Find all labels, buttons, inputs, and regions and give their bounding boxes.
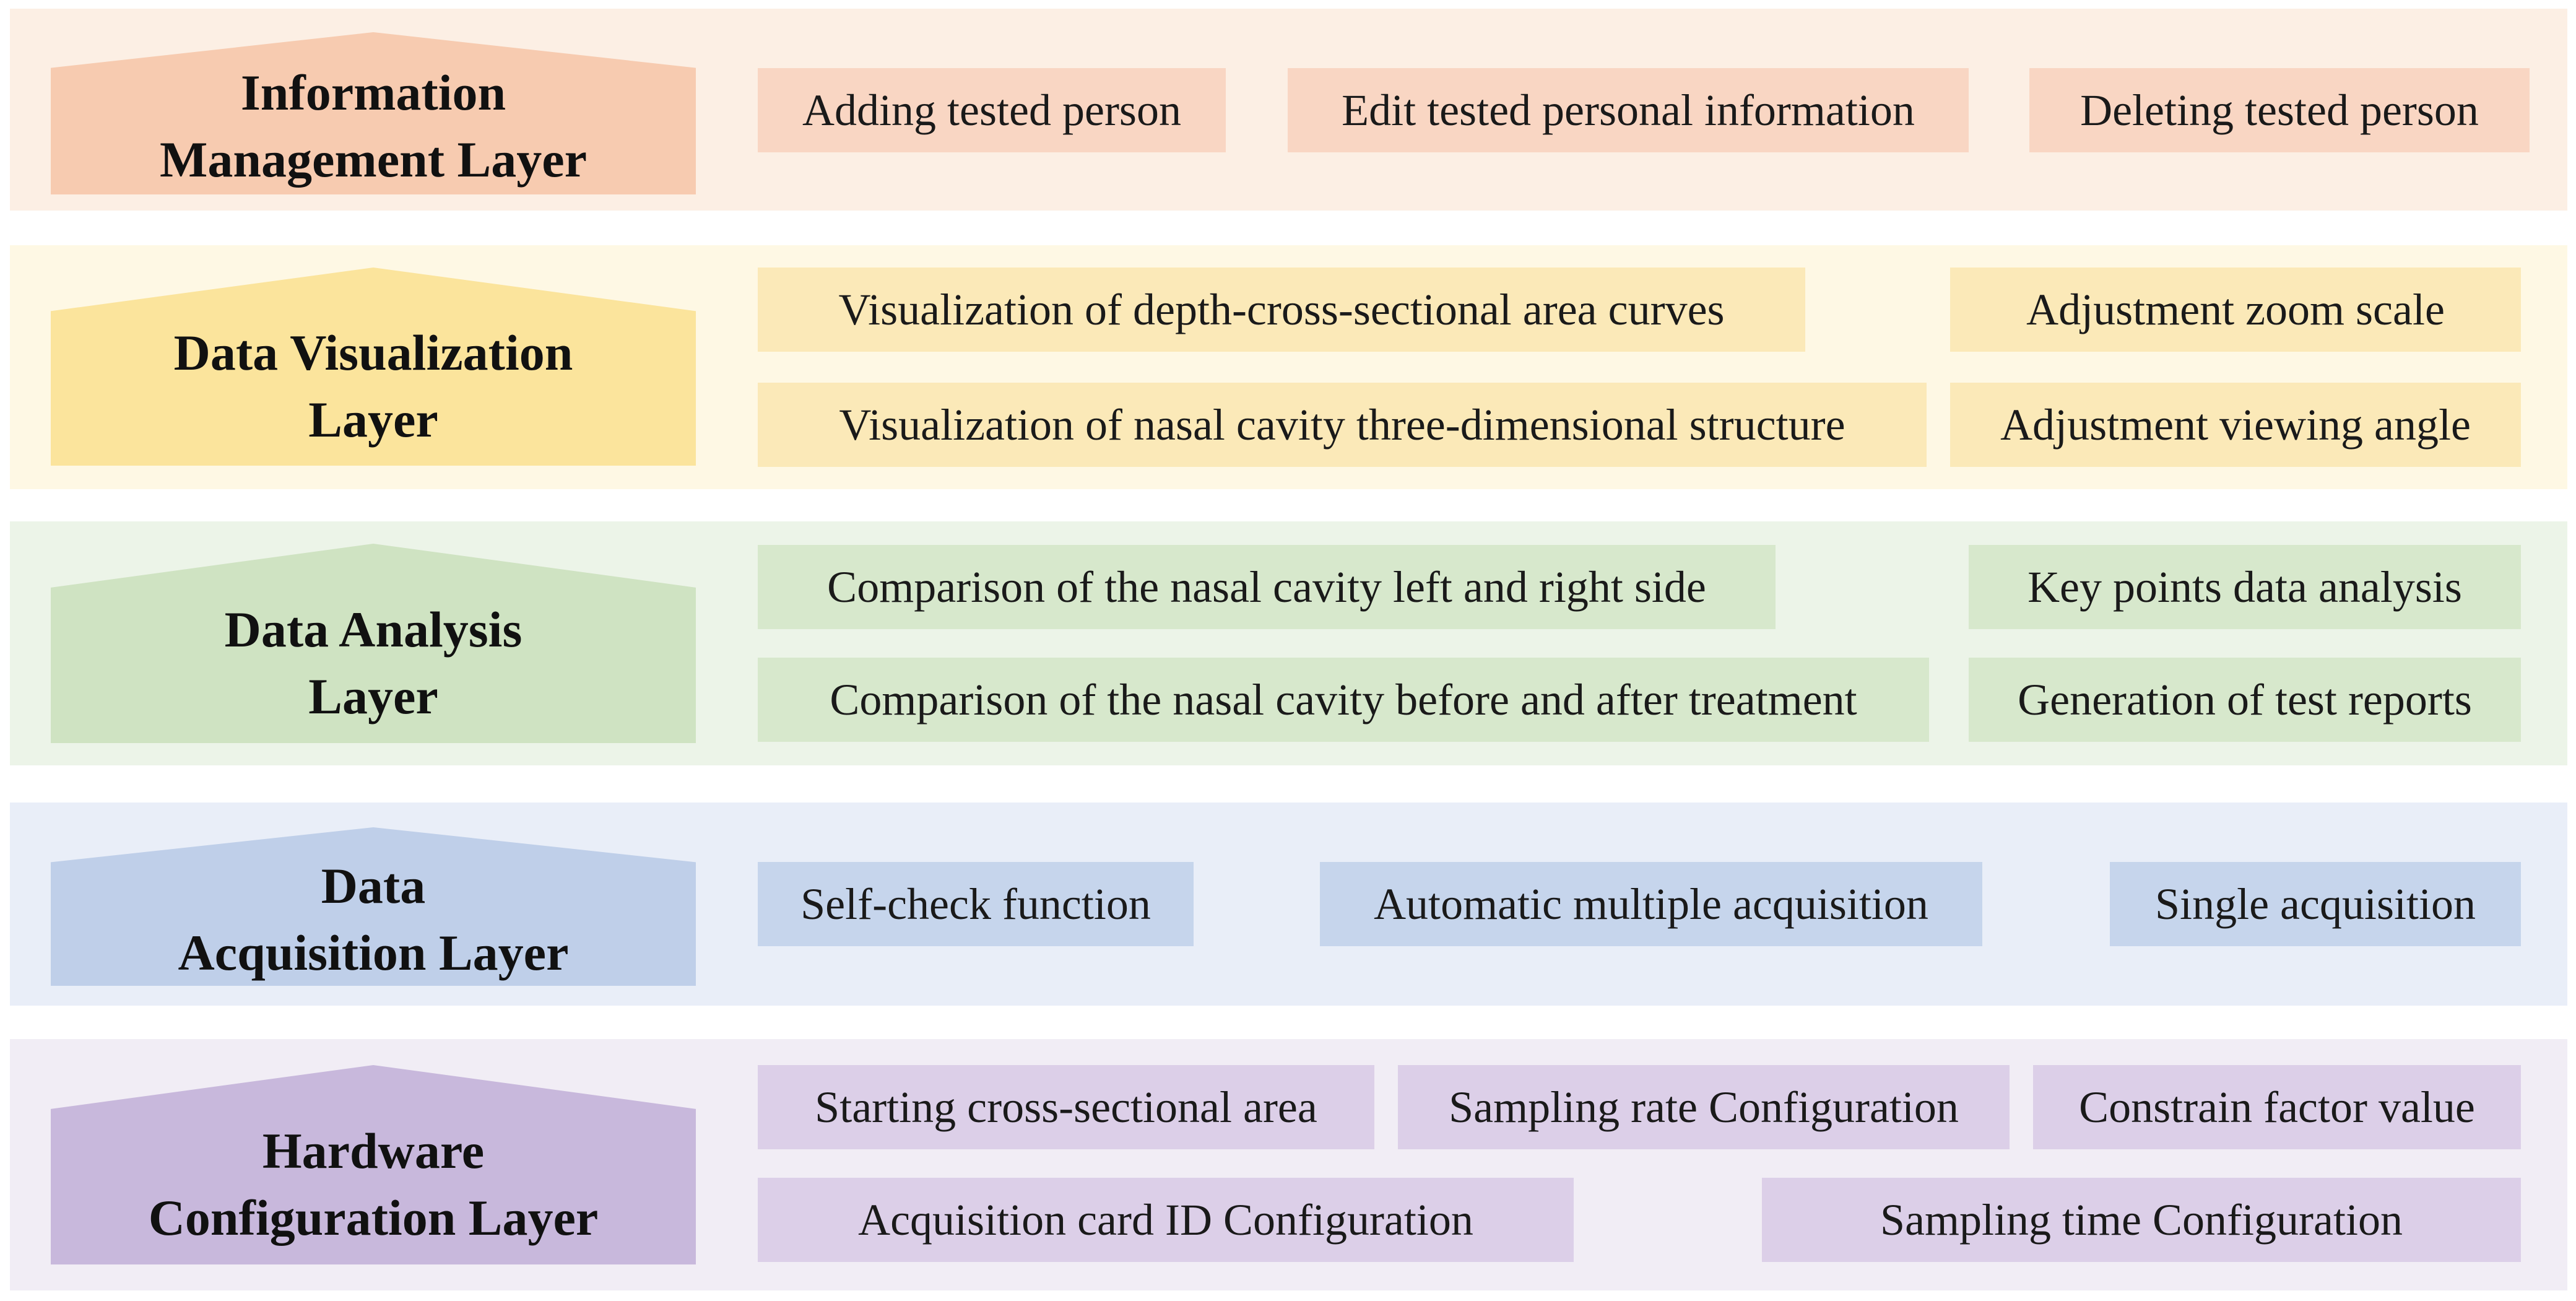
- left-right-comparison-box: Comparison of the nasal cavity left and …: [758, 545, 1776, 629]
- visualization-layer-house-shape: [51, 268, 696, 466]
- management-layer-house-shape: [51, 32, 696, 194]
- data-acquisition-layer: Data Acquisition Layer Self-check functi…: [10, 803, 2567, 1006]
- information-management-layer: Information Management Layer Adding test…: [10, 9, 2567, 211]
- acquisition-card-id-configuration-box: Acquisition card ID Configuration: [758, 1178, 1574, 1262]
- nasal-cavity-3d-structure-box: Visualization of nasal cavity three-dime…: [758, 383, 1927, 467]
- management-layer-title: Information Management Layer: [160, 64, 587, 188]
- analysis-layer-title: Data Analysis Layer: [224, 601, 523, 724]
- sampling-time-configuration-box: Sampling time Configuration: [1762, 1178, 2521, 1262]
- depth-cross-sectional-curves-box: Visualization of depth-cross-sectional a…: [758, 268, 1805, 352]
- data-visualization-layer: Data Visualization Layer Visualization o…: [10, 245, 2567, 489]
- hardware-configuration-layer: Hardware Configuration Layer Starting cr…: [10, 1039, 2567, 1290]
- deleting-tested-person-box: Deleting tested person: [2029, 68, 2530, 152]
- adjustment-zoom-scale-box: Adjustment zoom scale: [1950, 268, 2521, 352]
- data-analysis-layer: Data Analysis Layer Comparison of the na…: [10, 521, 2567, 765]
- starting-cross-sectional-area-box: Starting cross-sectional area: [758, 1065, 1374, 1149]
- hardware-layer-title: Hardware Configuration Layer: [148, 1123, 599, 1246]
- adding-tested-person-box: Adding tested person: [758, 68, 1226, 152]
- self-check-function-box: Self-check function: [758, 862, 1194, 946]
- acquisition-layer-title: Data Acquisition Layer: [178, 858, 569, 981]
- analysis-layer-house-shape: [51, 544, 696, 743]
- hardware-layer-house-shape: [51, 1065, 696, 1264]
- visualization-layer-title: Data Visualization Layer: [173, 324, 573, 448]
- before-after-treatment-comparison-box: Comparison of the nasal cavity before an…: [758, 658, 1929, 742]
- single-acquisition-box: Single acquisition: [2110, 862, 2521, 946]
- automatic-multiple-acquisition-box: Automatic multiple acquisition: [1320, 862, 1982, 946]
- adjustment-viewing-angle-box: Adjustment viewing angle: [1950, 383, 2521, 467]
- key-points-data-analysis-box: Key points data analysis: [1969, 545, 2521, 629]
- sampling-rate-configuration-box: Sampling rate Configuration: [1398, 1065, 2010, 1149]
- acquisition-layer-house-shape: [51, 827, 696, 986]
- generation-of-test-reports-box: Generation of test reports: [1969, 658, 2521, 742]
- edit-tested-personal-information-box: Edit tested personal information: [1288, 68, 1969, 152]
- constrain-factor-value-box: Constrain factor value: [2033, 1065, 2521, 1149]
